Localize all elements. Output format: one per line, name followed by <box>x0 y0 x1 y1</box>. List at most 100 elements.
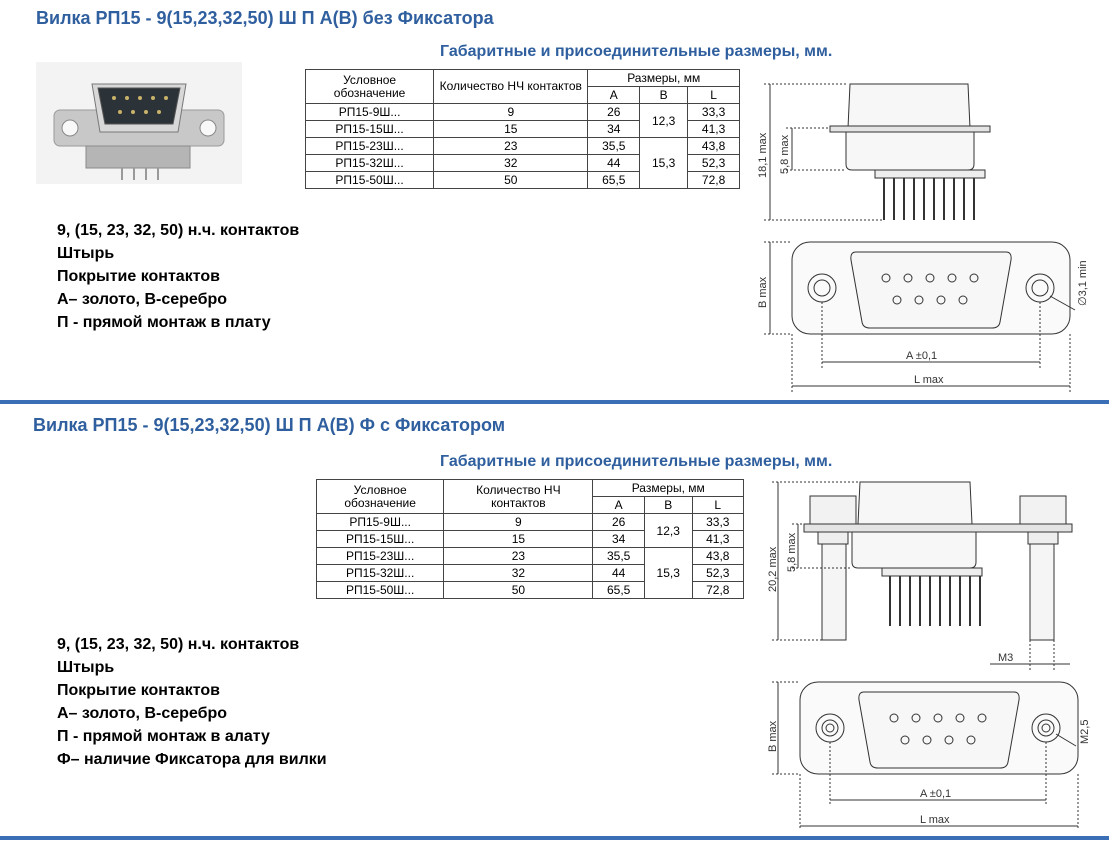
header-l: L <box>691 496 745 514</box>
cell-l: 52,3 <box>687 154 740 172</box>
header-l: L <box>687 86 740 104</box>
table-row: РП15-23Ш... 23 35,5 15,3 43,8 <box>315 547 745 599</box>
header-b: В <box>639 86 689 104</box>
cell-l: 43,8 <box>691 547 745 565</box>
cell-designation: РП15-32Ш... <box>304 154 435 172</box>
table-row: РП15-23Ш... 23 35,5 15,3 43,8 <box>304 137 740 189</box>
cell-designation: РП15-9Ш... <box>315 513 445 531</box>
cell-a: 65,5 <box>592 581 645 599</box>
header-designation: Условное обозначение <box>304 69 435 104</box>
cell-designation: РП15-15Ш... <box>304 120 435 138</box>
cell-l: 72,8 <box>691 581 745 599</box>
dim-height-flange: 5,8 max <box>786 532 798 572</box>
section2-technical-drawing: 20,2 max 5,8 max M3 B max M2,5 A ±0,1 L … <box>767 481 1091 830</box>
cell-l: 43,8 <box>687 137 740 155</box>
section2-feature-list: 9, (15, 23, 32, 50) н.ч. контактов Штырь… <box>57 633 327 771</box>
dim-hole: ∅3,1 min <box>1077 260 1089 306</box>
cell-designation: РП15-23Ш... <box>315 547 445 565</box>
cell-l: 33,3 <box>687 103 740 121</box>
section1-subtitle: Габаритные и присоединительные размеры, … <box>440 43 833 60</box>
list-item: Штырь <box>57 659 115 676</box>
cell-a: 26 <box>592 513 645 531</box>
section-divider <box>0 400 1109 404</box>
dim-height-total: 20,2 max <box>767 546 779 592</box>
header-b: В <box>643 496 693 514</box>
cell-a: 26 <box>587 103 641 121</box>
cell-l: 52,3 <box>691 564 745 582</box>
cell-b: 15,3 <box>643 547 693 599</box>
cell-b: 12,3 <box>643 513 693 548</box>
cell-a: 35,5 <box>592 547 645 565</box>
table-row: РП15-15Ш... 15 34 41,3 <box>304 120 740 138</box>
cell-designation: РП15-15Ш... <box>315 530 445 548</box>
cell-count: 23 <box>433 137 589 155</box>
cell-a: 44 <box>587 154 641 172</box>
section1-title: Вилка РП15 - 9(15,23,32,50) Ш П А(В) без… <box>36 8 494 28</box>
dim-b: B max <box>757 276 769 308</box>
dim-l: L max <box>920 814 950 826</box>
section1-size-table: Условное обозначение Количество НЧ конта… <box>304 69 740 189</box>
connector-photo <box>36 62 242 184</box>
cell-b: 12,3 <box>639 103 689 138</box>
cell-l: 72,8 <box>687 171 740 189</box>
cell-designation: РП15-32Ш... <box>315 564 445 582</box>
list-item: А– золото, В-серебро <box>57 291 228 308</box>
cell-count: 15 <box>443 530 594 548</box>
section2-subtitle: Габаритные и присоединительные размеры, … <box>440 453 833 470</box>
cell-count: 9 <box>443 513 594 531</box>
cell-count: 32 <box>433 154 589 172</box>
table-row: РП15-50Ш... 50 65,5 72,8 <box>315 581 745 599</box>
cell-designation: РП15-9Ш... <box>304 103 435 121</box>
cell-l: 41,3 <box>691 530 745 548</box>
header-a: А <box>592 496 645 514</box>
list-item: Штырь <box>57 245 115 262</box>
table-row: РП15-9Ш... 9 26 12,3 33,3 <box>315 513 745 548</box>
list-item: П - прямой монтаж в алату <box>57 728 270 745</box>
cell-b: 15,3 <box>639 137 689 189</box>
list-item: Покрытие контактов <box>57 268 220 285</box>
cell-l: 41,3 <box>687 120 740 138</box>
list-item: Ф– наличие Фиксатора для вилки <box>57 751 327 768</box>
header-a: А <box>587 86 641 104</box>
header-contact-count: Количество НЧ контактов <box>443 479 594 514</box>
cell-count: 50 <box>443 581 594 599</box>
cell-designation: РП15-50Ш... <box>304 171 435 189</box>
list-item: Покрытие контактов <box>57 682 220 699</box>
section2-title: Вилка РП15 - 9(15,23,32,50) Ш П А(В) Ф с… <box>33 415 506 435</box>
dim-a: A ±0,1 <box>906 350 937 362</box>
dim-l: L max <box>914 374 944 386</box>
cell-l: 33,3 <box>691 513 745 531</box>
cell-a: 34 <box>592 530 645 548</box>
dim-m25: M2,5 <box>1079 720 1091 744</box>
cell-count: 50 <box>433 171 589 189</box>
cell-a: 65,5 <box>587 171 641 189</box>
cell-count: 15 <box>433 120 589 138</box>
dim-height-total: 18,1 max <box>757 132 769 178</box>
cell-count: 32 <box>443 564 594 582</box>
dim-b: B max <box>767 720 779 752</box>
header-sizes: Размеры, мм <box>587 69 740 87</box>
cell-designation: РП15-50Ш... <box>315 581 445 599</box>
header-designation: Условное обозначение <box>315 479 445 514</box>
cell-count: 9 <box>433 103 589 121</box>
table-row: РП15-15Ш... 15 34 41,3 <box>315 530 745 548</box>
section1-technical-drawing: 18,1 max 5,8 max B max ∅3,1 min A ±0,1 L… <box>757 83 1089 392</box>
dim-m3: M3 <box>998 652 1013 664</box>
cell-a: 44 <box>592 564 645 582</box>
section2-size-table: Условное обозначение Количество НЧ конта… <box>315 479 745 599</box>
list-item: 9, (15, 23, 32, 50) н.ч. контактов <box>57 222 300 239</box>
dim-height-flange: 5,8 max <box>779 134 791 174</box>
header-contact-count: Количество НЧ контактов <box>433 69 589 104</box>
list-item: А– золото, В-серебро <box>57 705 228 722</box>
dim-a: A ±0,1 <box>920 788 951 800</box>
list-item: 9, (15, 23, 32, 50) н.ч. контактов <box>57 636 300 653</box>
header-sizes: Размеры, мм <box>592 479 744 497</box>
list-item: П - прямой монтаж в плату <box>57 314 271 331</box>
table-row: РП15-9Ш... 9 26 12,3 33,3 <box>304 103 740 138</box>
cell-designation: РП15-23Ш... <box>304 137 435 155</box>
section1-feature-list: 9, (15, 23, 32, 50) н.ч. контактов Штырь… <box>57 219 299 334</box>
cell-a: 34 <box>587 120 641 138</box>
table-row: РП15-50Ш... 50 65,5 72,8 <box>304 171 740 189</box>
bottom-divider <box>0 836 1109 840</box>
cell-a: 35,5 <box>587 137 641 155</box>
